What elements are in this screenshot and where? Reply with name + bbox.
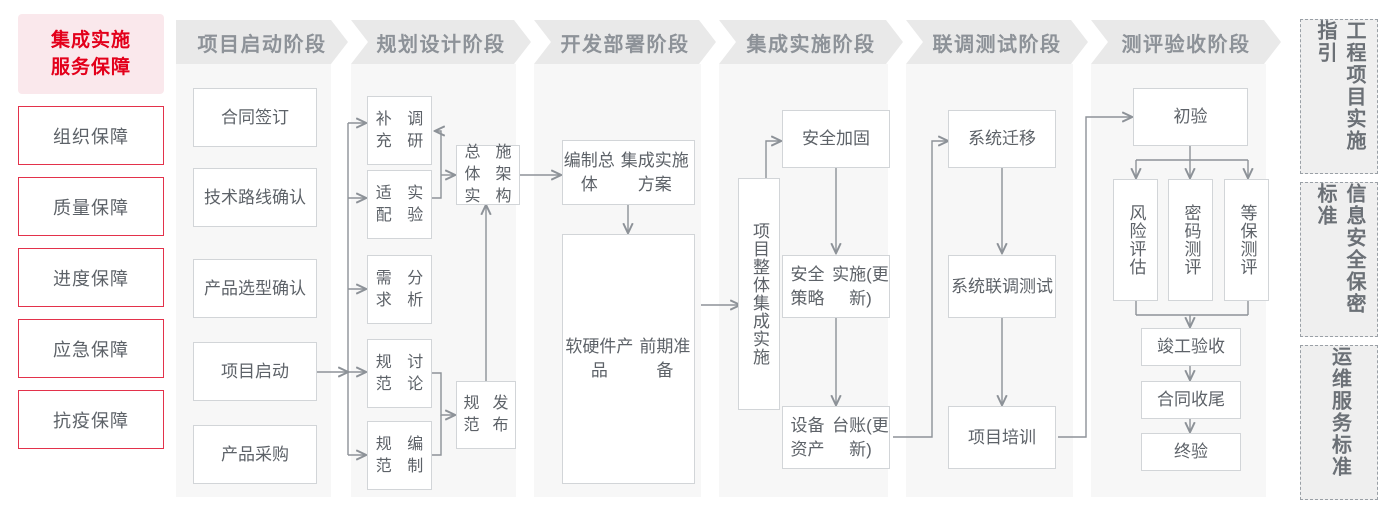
standard-label-engineering: 工程项目实施指引 (1314, 20, 1365, 152)
node-supplementary-research[interactable]: 补充调研 (367, 96, 432, 165)
node-risk-assessment[interactable]: 风险评估 (1113, 179, 1158, 301)
node-completion-acceptance[interactable]: 竣工验收 (1141, 328, 1241, 366)
service-guarantee-rail: 集成实施 服务保障 组织保障 质量保障 进度保障 应急保障 抗疫保障 (18, 14, 164, 449)
node-adaptation-test[interactable]: 适配实验 (367, 170, 432, 239)
standard-operation-maintenance-service[interactable]: 运维服务标准 (1300, 345, 1378, 500)
standard-label-operations: 运维服务标准 (1328, 346, 1351, 478)
guarantee-item-emergency[interactable]: 应急保障 (18, 319, 164, 378)
node-project-training[interactable]: 项目培训 (948, 406, 1056, 469)
node-system-migration[interactable]: 系统迁移 (948, 110, 1056, 168)
phase-header-planning[interactable]: 规划设计阶段 (351, 20, 531, 64)
service-guarantee-title-line1: 集成实施 (50, 30, 131, 51)
node-preliminary-acceptance[interactable]: 初验 (1133, 88, 1248, 146)
guarantee-item-schedule[interactable]: 进度保障 (18, 248, 164, 307)
node-security-hardening[interactable]: 安全加固 (782, 110, 890, 168)
guarantee-item-organization[interactable]: 组织保障 (18, 106, 164, 165)
guarantee-item-epidemic[interactable]: 抗疫保障 (18, 390, 164, 449)
node-asset-ledger-update[interactable]: 设备资产台账(更新) (782, 406, 890, 469)
node-spec-discussion[interactable]: 规范讨论 (367, 339, 432, 408)
phase-header-acceptance[interactable]: 测评验收阶段 (1091, 20, 1281, 64)
node-contract-signing[interactable]: 合同签订 (193, 88, 317, 147)
node-product-procurement[interactable]: 产品采购 (193, 425, 317, 484)
service-guarantee-title: 集成实施 服务保障 (18, 14, 164, 94)
node-product-selection[interactable]: 产品选型确认 (193, 259, 317, 318)
node-project-kickoff[interactable]: 项目启动 (193, 342, 317, 401)
phase-header-integration[interactable]: 集成实施阶段 (719, 20, 903, 64)
node-classified-protection-evaluation[interactable]: 等保测评 (1224, 179, 1269, 301)
node-spec-drafting[interactable]: 规范编制 (367, 421, 432, 490)
node-overall-project-integration[interactable]: 项目整体集成实施 (738, 178, 780, 410)
node-contract-closeout[interactable]: 合同收尾 (1141, 381, 1241, 419)
phase-header-development[interactable]: 开发部署阶段 (534, 20, 716, 64)
service-guarantee-title-line2: 服务保障 (50, 57, 131, 78)
phase-header-joint-test[interactable]: 联调测试阶段 (906, 20, 1088, 64)
phase-header-initiation[interactable]: 项目启动阶段 (176, 20, 348, 64)
guarantee-item-quality[interactable]: 质量保障 (18, 177, 164, 236)
node-security-policy-update[interactable]: 安全策略实施(更新) (782, 255, 890, 318)
node-tech-route-confirm[interactable]: 技术路线确认 (193, 168, 317, 227)
standard-engineering-project-implementation-guide[interactable]: 工程项目实施指引 (1300, 19, 1378, 174)
node-overall-implementation-architecture[interactable]: 总体实施架构 (456, 144, 520, 205)
standard-label-security: 信息安全保密标准 (1314, 183, 1365, 315)
node-system-joint-test[interactable]: 系统联调测试 (948, 255, 1056, 318)
node-final-acceptance[interactable]: 终验 (1141, 433, 1241, 471)
node-hardware-software-preparation[interactable]: 软硬件产品前期准备 (562, 234, 695, 484)
node-draft-overall-integration-plan[interactable]: 编制总体集成实施方案 (562, 140, 695, 205)
node-crypto-evaluation[interactable]: 密码测评 (1168, 179, 1213, 301)
standard-information-security-confidentiality[interactable]: 信息安全保密标准 (1300, 182, 1378, 337)
node-spec-release[interactable]: 规范发布 (456, 381, 516, 449)
node-requirement-analysis[interactable]: 需求分析 (367, 255, 432, 324)
